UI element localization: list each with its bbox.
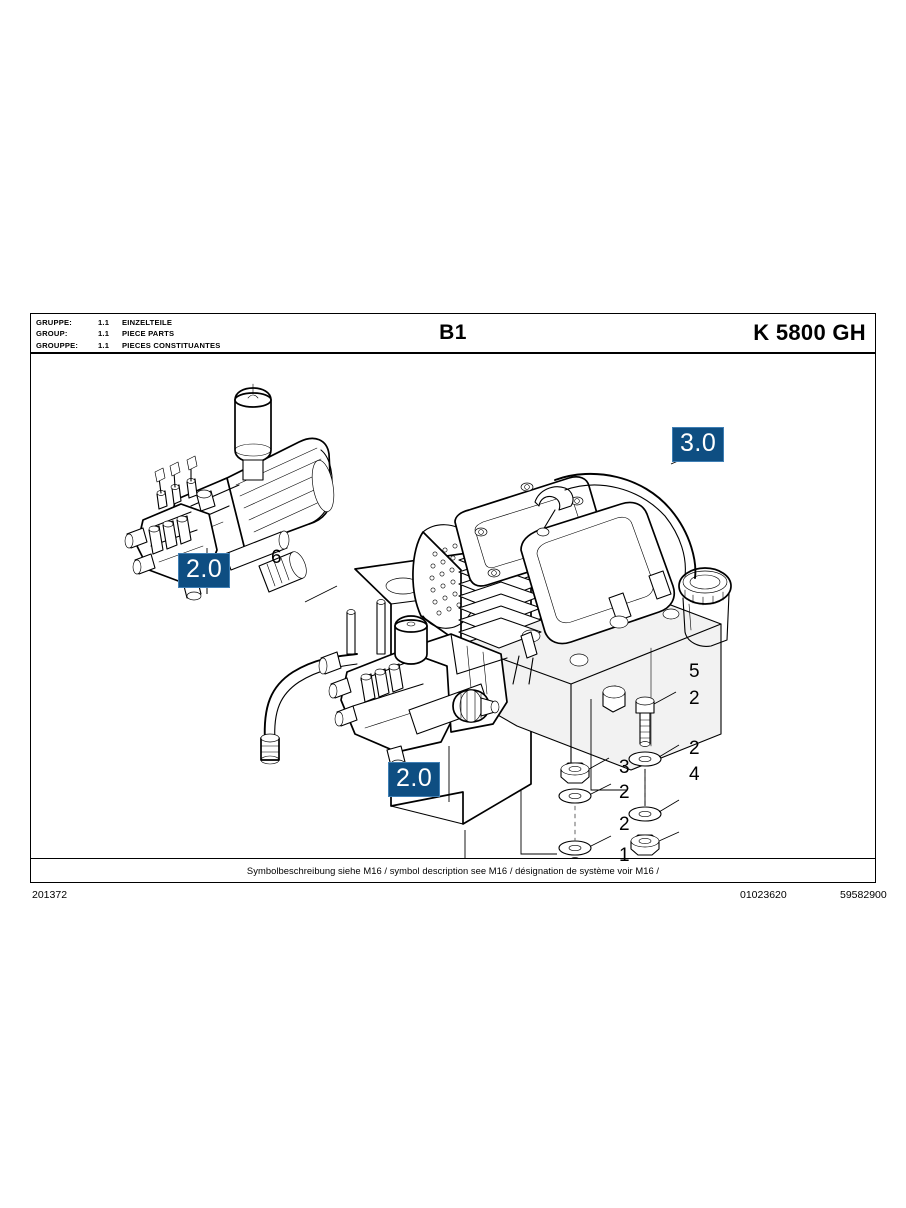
technical-drawing-svg: .ln { fill:none; stroke:#000; stroke-wid… (124, 383, 732, 859)
group-row-fr: GROUPPE: 1.1 PIECES CONSTITUANTES (36, 340, 221, 351)
footer-code-a: 01023620 (740, 889, 787, 901)
model-designation: K 5800 GH (753, 320, 866, 345)
symbol-description-note: Symbolbeschreibung siehe M16 / symbol de… (31, 858, 875, 882)
group-row-en: GROUP: 1.1 PIECE PARTS (36, 328, 221, 339)
item-callout-2-upper-1[interactable]: 2 (689, 688, 700, 709)
group-row-de: GRUPPE: 1.1 EINZELTEILE (36, 317, 221, 328)
footer-code-b: 59582900 (840, 889, 887, 901)
bolt-icon-5 (635, 696, 655, 747)
pump-assembly-installed (260, 599, 508, 769)
item-callout-2-lower-1[interactable]: 2 (619, 782, 630, 803)
item-callout-6[interactable]: 6 (271, 547, 282, 568)
note-text: Symbolbeschreibung siehe M16 / symbol de… (246, 865, 660, 876)
washer-icon-2-lower2 (558, 840, 592, 856)
sheet-footer: 201372 01023620 59582900 (30, 889, 887, 909)
group-name: PIECES CONSTITUANTES (122, 340, 221, 350)
callout-badge-engine[interactable]: 3.0 (672, 427, 725, 462)
item-callout-1[interactable]: 1 (619, 845, 630, 866)
item-callout-2-upper-2[interactable]: 2 (689, 738, 700, 759)
item-callout-5[interactable]: 5 (689, 661, 700, 682)
group-name: EINZELTEILE (122, 318, 173, 327)
group-number: 1.1 (98, 340, 110, 350)
nut-icon-4 (630, 834, 660, 856)
engine-assembly (412, 473, 732, 775)
item-callout-3[interactable]: 3 (619, 757, 630, 778)
washer-icon-2-upper2 (628, 806, 662, 822)
group-lang-label: GROUP: (36, 329, 68, 339)
group-name: PIECE PARTS (122, 329, 175, 339)
item-callout-2-lower-2[interactable]: 2 (619, 814, 630, 835)
washer-icon-2-lower (558, 788, 592, 804)
item-callout-4[interactable]: 4 (689, 764, 700, 785)
page-title: B1 (439, 321, 467, 344)
leader-item-6 (304, 585, 338, 603)
callout-badge-pump-top[interactable]: 2.0 (178, 553, 231, 588)
pump-assembly-exploded-top (124, 383, 335, 601)
washer-icon-2-upper (628, 751, 662, 767)
parts-illustration: .ln { fill:none; stroke:#000; stroke-wid… (31, 354, 875, 859)
callout-badge-pump-bottom[interactable]: 2.0 (388, 762, 441, 797)
hardware-stack-lower (464, 757, 612, 859)
hardware-stack-upper (590, 691, 680, 856)
group-number: 1.1 (98, 318, 110, 327)
group-lang-label: GROUPPE: (36, 340, 79, 350)
nut-icon-3 (560, 762, 590, 784)
group-number: 1.1 (98, 329, 110, 339)
drawing-number: 201372 (32, 889, 68, 901)
group-lang-label: GRUPPE: (36, 318, 72, 327)
